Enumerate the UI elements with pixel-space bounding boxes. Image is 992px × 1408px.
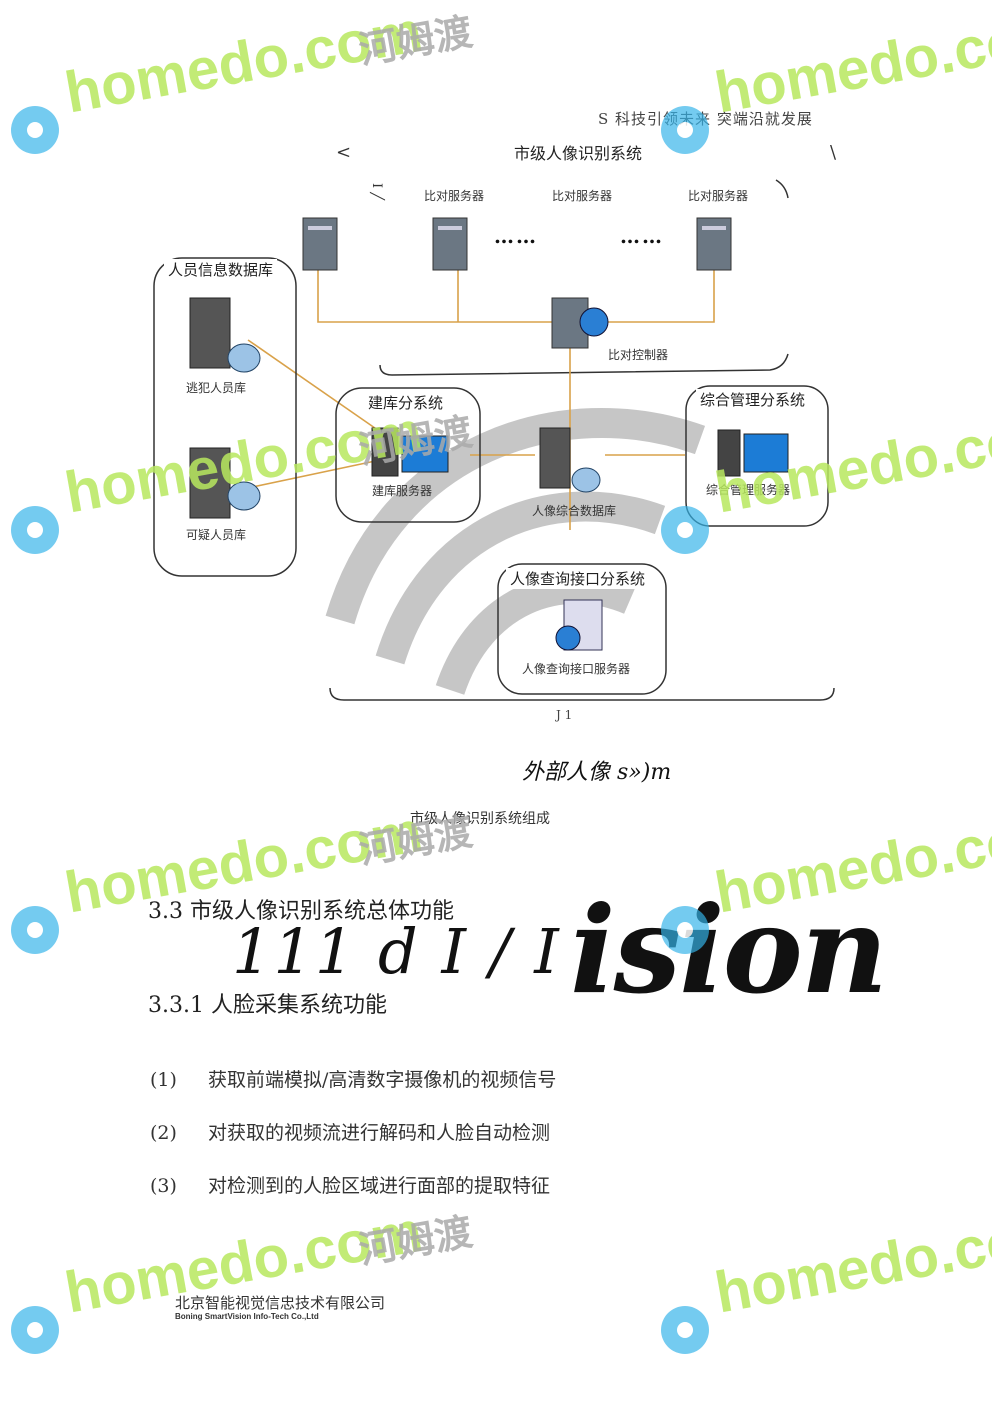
center-db-icon: [539, 427, 601, 493]
overlay-vision-text: ision: [570, 880, 888, 1021]
query-server-label: 人像查询接口服务器: [522, 662, 631, 676]
list-item-text: 对检测到的人脸区域进行面部的提取特征: [208, 1175, 551, 1197]
system-diagram: [153, 179, 835, 701]
list-item-text: 对获取的视频流进行解码和人脸自动检测: [208, 1122, 551, 1144]
db-group-box: [153, 257, 297, 577]
compare-server-icons: [302, 217, 732, 271]
watermark-text: homedo.com: [710, 1198, 992, 1326]
list-item: (1) 获取前端模拟/高清数字摄像机的视频信号: [150, 1065, 556, 1092]
overlay-text: 111 d I / I: [232, 915, 561, 988]
dots-1: ……: [494, 224, 538, 248]
db-group-title: 人员信息数据库: [164, 259, 278, 280]
db-item-suspect: 可疑人员库: [186, 528, 247, 542]
query-group-title: 人像查询接口分系统: [506, 568, 650, 589]
list-item: (2) 对获取的视频流进行解码和人脸自动检测: [150, 1118, 550, 1145]
mgmt-server-label: 综合管理服务器: [706, 483, 791, 497]
frame-bracket-right: \: [830, 142, 837, 163]
list-item-number: (1): [150, 1069, 177, 1091]
build-group-box: [335, 387, 481, 523]
background-logo-arcs: [325, 407, 706, 696]
compare-server-label-2: 比对服务器: [552, 189, 613, 203]
db-server-icons: [189, 297, 261, 519]
figure-caption: 市级人像识别系统组成: [410, 811, 550, 827]
section-heading-3-3: 3.3 市级人像识别系统总体功能: [148, 899, 454, 924]
list-item-text: 获取前端模拟/高清数字摄像机的视频信号: [208, 1069, 557, 1091]
build-server-label: 建库服务器: [372, 484, 433, 498]
section-heading-3-3-1: 3.3.1 人脸采集系统功能: [148, 993, 387, 1018]
footer-company-en: Boning SmartVision Info-Tech Co.,Ltd: [175, 1312, 319, 1321]
db-item-fugitive: 逃犯人员库: [186, 381, 247, 395]
frame-bracket-left: <: [336, 142, 352, 163]
list-item-number: (2): [150, 1122, 177, 1144]
footer-company-cn: 北京智能视觉信忠技术有限公司: [175, 1294, 386, 1312]
watermark-text: homedo.com: [710, 0, 992, 126]
list-item: (3) 对检测到的人脸区域进行面部的提取特征: [150, 1171, 550, 1198]
outer-frame-bottom: [329, 687, 835, 701]
connection-lines: [247, 265, 715, 530]
center-db-label: 人像综合数据库: [532, 504, 617, 518]
controller-server-icon: [551, 297, 609, 349]
query-group-box: [497, 563, 667, 695]
mgmt-group-title: 综合管理分系统: [696, 389, 810, 410]
bottom-mark: J 1: [556, 708, 573, 722]
mgmt-group-box: [685, 385, 829, 527]
controller-label: 比对控制器: [608, 348, 669, 362]
list-item-number: (3): [150, 1175, 177, 1197]
top-mark: I ╱: [369, 182, 385, 201]
compare-server-label-3: 比对服务器: [688, 189, 749, 203]
compare-server-label-1: 比对服务器: [424, 189, 485, 203]
query-server-icon: [555, 599, 603, 651]
external-label: 外部人像 s»)m: [522, 760, 672, 785]
build-group-title: 建库分系统: [364, 392, 448, 413]
diagram-title: 市级人像识别系统: [514, 144, 643, 163]
dots-2: ……: [620, 224, 664, 248]
compare-frame-bottom: [379, 353, 789, 376]
